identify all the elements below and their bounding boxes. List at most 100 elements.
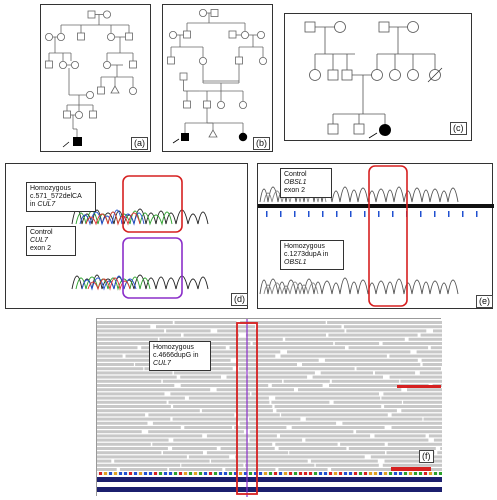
reference-base	[374, 472, 377, 475]
control-highlight-box	[122, 237, 183, 299]
variant-highlight-box	[236, 322, 258, 495]
control-annotation-e: Control OBSL1 exon 2	[280, 168, 332, 198]
reference-base	[174, 472, 177, 475]
sequencing-read	[340, 442, 385, 446]
sequencing-read	[407, 388, 442, 392]
sequencing-read	[97, 438, 169, 442]
sequencing-read	[289, 451, 385, 455]
sequencing-read	[324, 358, 418, 362]
reference-base	[404, 472, 407, 475]
reference-base	[214, 472, 217, 475]
reference-base	[144, 472, 147, 475]
sequencing-read	[384, 405, 442, 408]
mutant-d-prefix: in	[30, 201, 38, 208]
mutant-d-line3: in CUL7	[30, 201, 92, 209]
sequencing-read	[174, 321, 237, 324]
control-d-line1: Control CUL7	[30, 229, 72, 245]
reference-base	[224, 472, 227, 475]
sequencing-read	[184, 426, 233, 429]
sequencing-read	[97, 388, 211, 392]
sequencing-read	[278, 447, 347, 450]
sequencing-read	[234, 426, 287, 429]
sequencing-read	[381, 396, 442, 400]
sequencing-read	[238, 367, 355, 371]
panel-label-d: (d)	[231, 293, 248, 306]
sequencing-read	[348, 346, 429, 350]
sequencing-read	[183, 333, 239, 337]
sequencing-read	[97, 421, 148, 425]
sequencing-read	[237, 413, 280, 417]
reference-base	[104, 472, 107, 475]
sequencing-read	[276, 409, 397, 413]
sequencing-read	[331, 379, 400, 383]
sequencing-read	[97, 409, 200, 413]
sequencing-read	[271, 400, 330, 404]
reference-base	[209, 472, 212, 475]
sequencing-read	[97, 358, 179, 362]
reference-base	[379, 472, 382, 475]
reference-base	[139, 472, 142, 475]
sequencing-read	[302, 363, 421, 366]
reference-base	[134, 472, 137, 475]
reference-base	[229, 472, 232, 475]
sequencing-read	[97, 463, 181, 467]
sequencing-read	[152, 421, 238, 425]
pedigree-b-drawing	[167, 9, 268, 144]
sequencing-read	[370, 455, 442, 459]
reference-base	[314, 472, 317, 475]
reference-base	[384, 472, 387, 475]
pedigree-c-drawing	[304, 21, 443, 139]
reference-base	[334, 472, 337, 475]
sequencing-read	[198, 342, 251, 345]
sequencing-read	[274, 405, 382, 408]
sequencing-read	[305, 438, 429, 442]
reference-base	[179, 472, 182, 475]
reference-base	[339, 472, 342, 475]
sequencing-read	[148, 430, 244, 434]
sequencing-read	[97, 379, 162, 383]
sequencing-read	[148, 413, 235, 417]
sequencing-read	[256, 325, 342, 329]
sequencing-read	[375, 371, 416, 375]
sequencing-read	[278, 468, 328, 471]
sequencing-read	[97, 342, 194, 345]
sequencing-read	[239, 421, 337, 425]
sequencing-read	[172, 447, 217, 450]
reference-base	[109, 472, 112, 475]
reference-base	[219, 472, 222, 475]
reference-base	[364, 472, 367, 475]
control-e-line1: Control OBSL1	[284, 171, 328, 187]
sequencing-read	[430, 346, 442, 350]
sequencing-read	[328, 333, 418, 337]
sequencing-read	[97, 333, 181, 337]
sequencing-read	[298, 388, 402, 392]
mutant-d-gene: CUL7	[37, 201, 56, 208]
sequencing-read	[97, 400, 167, 404]
reference-base	[269, 472, 272, 475]
proband-affected-male	[73, 137, 82, 146]
sequencing-read	[173, 405, 273, 408]
sequencing-read	[97, 337, 158, 341]
sequencing-read	[152, 442, 273, 446]
sequencing-read	[280, 434, 371, 438]
sequencing-read	[346, 329, 427, 333]
reference-base	[119, 472, 122, 475]
sequencing-read	[384, 459, 442, 463]
sequencing-read	[389, 354, 442, 358]
chromatogram-d-traces	[71, 175, 209, 299]
sequencing-read	[206, 434, 277, 438]
reference-base	[254, 472, 257, 475]
reference-base	[319, 472, 322, 475]
sequencing-read	[252, 342, 334, 345]
sequencing-read	[327, 321, 442, 324]
reference-base	[284, 472, 287, 475]
genome-track-1	[97, 477, 442, 482]
sequencing-read	[249, 430, 354, 434]
control-e-prefix: Control	[284, 171, 307, 178]
sequencing-read	[97, 459, 112, 463]
reference-base	[124, 472, 127, 475]
sequencing-read	[97, 346, 138, 350]
reference-base	[309, 472, 312, 475]
sequencing-read	[348, 447, 436, 450]
sequencing-read	[188, 455, 230, 459]
